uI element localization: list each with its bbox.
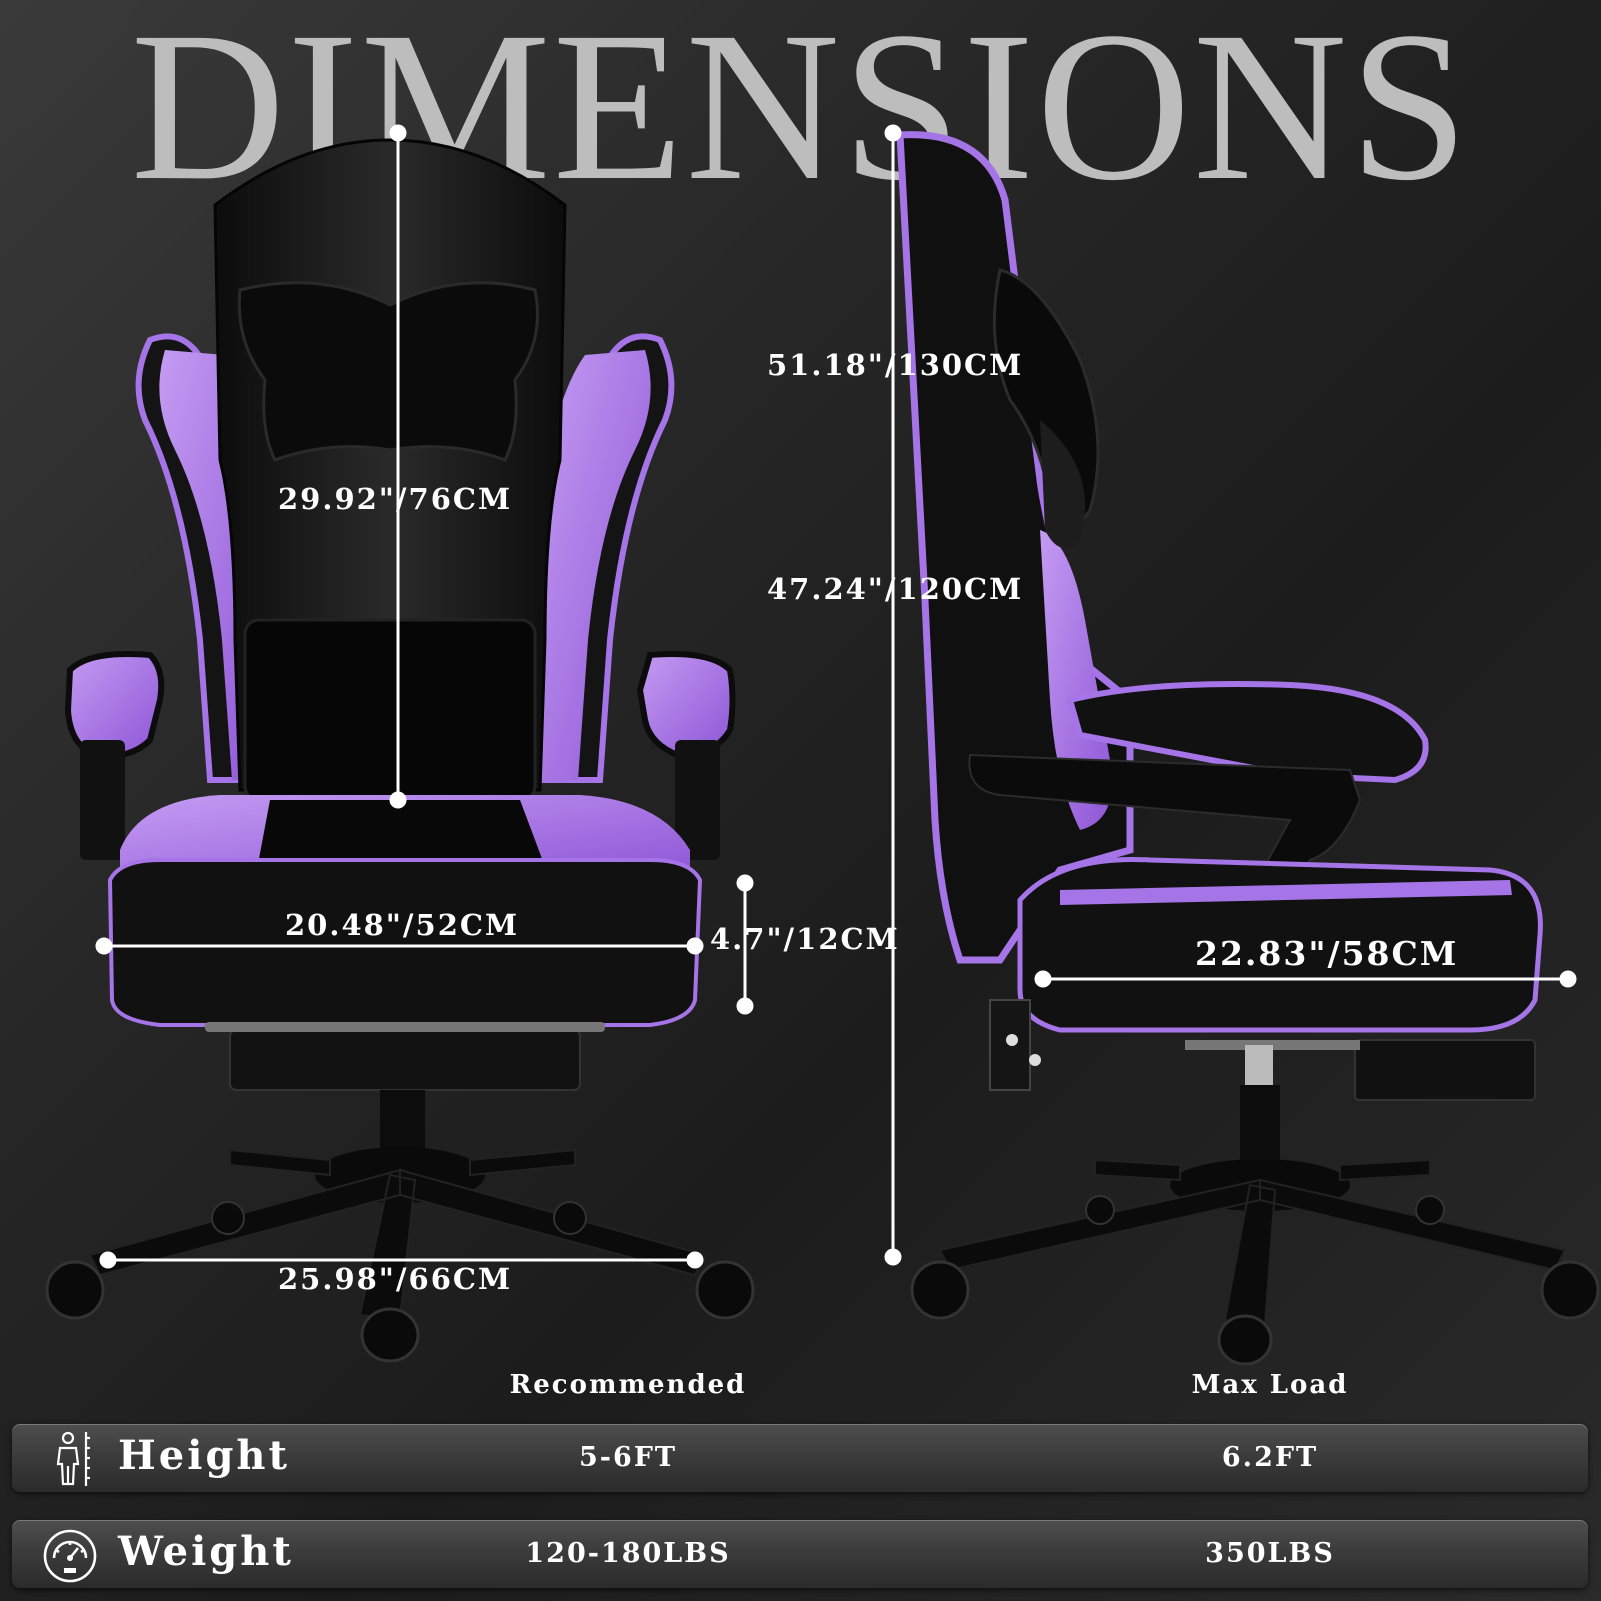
front-lumbar-pillow bbox=[243, 618, 537, 802]
recommended-header: Recommended bbox=[509, 1370, 747, 1400]
seat-width-label: 20.48"/52CM bbox=[285, 908, 520, 942]
front-arm-post-right bbox=[675, 740, 720, 860]
seat-depth-label: 22.83"/58CM bbox=[1195, 934, 1459, 973]
base-width-label: 25.98"/66CM bbox=[278, 1262, 513, 1296]
weight-scale-icon bbox=[43, 1529, 97, 1583]
side-backrest bbox=[896, 131, 1134, 964]
front-caster bbox=[45, 1260, 105, 1320]
min-height-label: 47.24"/120CM bbox=[767, 572, 1024, 606]
side-base-star bbox=[938, 1158, 1567, 1327]
weight-row: Weight 120-180LBS 350LBS bbox=[12, 1520, 1588, 1588]
front-footrest bbox=[229, 1029, 581, 1091]
person-height-icon bbox=[56, 1431, 90, 1486]
front-caster bbox=[360, 1307, 420, 1363]
side-backrest-purple-panel bbox=[1040, 530, 1112, 830]
front-caster bbox=[695, 1260, 755, 1320]
cushion-thickness-label: 4.7"/12CM bbox=[710, 922, 900, 956]
side-gas-lift bbox=[1245, 1045, 1273, 1085]
front-arm-post-left bbox=[80, 740, 125, 860]
side-armrest bbox=[1066, 681, 1429, 784]
front-head-pillow bbox=[237, 281, 539, 462]
height-recommended-value: 5-6FT bbox=[578, 1442, 678, 1473]
max-load-header: Max Load bbox=[1191, 1370, 1349, 1400]
side-caster bbox=[910, 1260, 970, 1320]
front-chair bbox=[45, 138, 755, 1363]
weight-max-value: 350LBS bbox=[1205, 1538, 1335, 1569]
front-armrest-right bbox=[636, 651, 736, 760]
max-height-label: 51.18"/130CM bbox=[767, 348, 1024, 382]
side-caster bbox=[1217, 1314, 1273, 1366]
side-footrest bbox=[1354, 1039, 1536, 1101]
height-label: Height bbox=[118, 1432, 290, 1479]
front-backrest-purple-right bbox=[540, 350, 651, 780]
side-chair bbox=[896, 131, 1600, 1366]
height-row: Height 5-6FT 6.2FT bbox=[12, 1424, 1588, 1492]
height-max-value: 6.2FT bbox=[1221, 1442, 1319, 1473]
weight-label: Weight bbox=[118, 1528, 294, 1575]
weight-recommended-value: 120-180LBS bbox=[525, 1538, 731, 1569]
front-seat-cushion bbox=[107, 858, 703, 1027]
side-caster bbox=[1540, 1260, 1600, 1320]
backrest-height-label: 29.92"/76CM bbox=[278, 482, 513, 516]
